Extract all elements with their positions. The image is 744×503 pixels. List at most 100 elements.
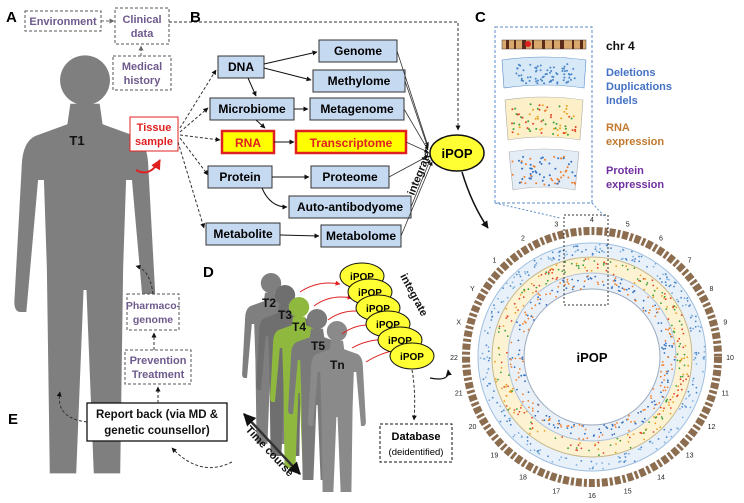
microbiome-label: Microbiome bbox=[218, 102, 286, 116]
zoom-point bbox=[565, 131, 568, 134]
circos-point bbox=[516, 408, 518, 410]
zoom-point bbox=[556, 81, 559, 84]
genome-box: Genome bbox=[318, 39, 398, 63]
circos-point bbox=[631, 285, 634, 288]
circos-point bbox=[537, 298, 539, 301]
circos-point bbox=[518, 271, 520, 273]
circos-point bbox=[673, 393, 675, 395]
circos-point bbox=[537, 275, 540, 278]
circos-point bbox=[685, 406, 687, 408]
circos-point bbox=[535, 286, 538, 289]
circos-point bbox=[619, 282, 622, 285]
transcriptome-label: Transcriptome bbox=[310, 136, 393, 150]
zoom-point bbox=[556, 134, 559, 137]
circos-point bbox=[686, 297, 689, 300]
body-label-t1: T1 bbox=[69, 133, 84, 148]
circos-point bbox=[513, 409, 516, 411]
circos-point bbox=[531, 416, 533, 419]
circos-point bbox=[575, 264, 578, 267]
chromosome-label: Y bbox=[470, 286, 475, 293]
circos-point bbox=[560, 426, 563, 428]
zoom-point bbox=[571, 129, 574, 132]
circos-point bbox=[642, 420, 644, 423]
circos-point bbox=[683, 364, 686, 367]
zoom-point bbox=[549, 71, 551, 74]
circos-point bbox=[611, 424, 614, 427]
circos-point bbox=[515, 273, 518, 276]
circos-point bbox=[659, 375, 662, 378]
arrow-clinical-ipop bbox=[169, 21, 461, 131]
variants-label-3: Indels bbox=[606, 95, 638, 107]
chromosome-label: 21 bbox=[455, 391, 463, 398]
circos-point bbox=[559, 424, 562, 426]
circos-point bbox=[628, 436, 631, 439]
circos-point bbox=[695, 363, 698, 365]
circos-point bbox=[527, 317, 530, 320]
zoom-point bbox=[539, 69, 542, 72]
circos-point bbox=[655, 308, 658, 310]
circos-point bbox=[517, 339, 520, 342]
circos-point bbox=[686, 300, 689, 302]
zoom-point bbox=[529, 173, 532, 175]
circos-point bbox=[638, 260, 641, 263]
ipop-stack-label-3: iPOP bbox=[366, 304, 390, 315]
ipop-stack: iPOP iPOP iPOP iPOP iPOP iPOP bbox=[339, 262, 435, 370]
circos-point bbox=[523, 290, 526, 293]
circos-point bbox=[537, 296, 539, 299]
circos-point bbox=[544, 272, 547, 275]
circos-point bbox=[616, 437, 619, 440]
circos-point bbox=[504, 329, 507, 332]
zoom-point bbox=[555, 122, 558, 125]
circos-point bbox=[530, 421, 532, 424]
circos-point bbox=[530, 315, 533, 318]
rna-expression-label-1: RNA bbox=[606, 122, 630, 134]
circos-point bbox=[656, 275, 659, 277]
circos-point bbox=[547, 258, 550, 260]
circos-point bbox=[632, 291, 634, 294]
circos-point bbox=[628, 429, 630, 432]
circos-point bbox=[680, 314, 683, 316]
circos-point bbox=[527, 328, 530, 331]
zoom-connector-right bbox=[591, 202, 607, 219]
converge-arrows bbox=[388, 50, 433, 237]
zoom-point bbox=[550, 70, 553, 72]
circos-point bbox=[508, 374, 510, 376]
circos-point bbox=[575, 245, 577, 248]
circos-point bbox=[646, 265, 648, 268]
zoom-point bbox=[561, 67, 564, 70]
ipop-stack-label-2: iPOP bbox=[358, 288, 382, 299]
circos-point bbox=[654, 304, 656, 307]
zoom-point bbox=[528, 113, 531, 116]
circos-point bbox=[491, 396, 494, 399]
circos-point bbox=[663, 374, 666, 377]
circos-point bbox=[605, 262, 608, 265]
circos-point bbox=[484, 376, 487, 379]
circos-point bbox=[685, 378, 687, 381]
panel-label-c: C bbox=[475, 9, 486, 26]
circos-point bbox=[624, 257, 627, 260]
circos-point bbox=[518, 368, 521, 370]
genome-label: Genome bbox=[334, 44, 382, 58]
zoom-point bbox=[512, 128, 515, 131]
circos-point bbox=[669, 407, 672, 409]
circos-point bbox=[526, 440, 529, 442]
zoom-point bbox=[574, 174, 577, 177]
circos-point bbox=[532, 319, 535, 321]
circos-point bbox=[553, 258, 555, 260]
circos-point bbox=[497, 297, 499, 300]
circos-point bbox=[545, 414, 548, 417]
circos-point bbox=[663, 344, 666, 346]
database-label: Database bbox=[392, 431, 441, 443]
zoom-point bbox=[532, 108, 534, 111]
circos-center-label: iPOP bbox=[576, 350, 607, 365]
circos-point bbox=[507, 408, 510, 411]
circos-point bbox=[558, 258, 560, 261]
circos-point bbox=[506, 296, 509, 299]
circos-point bbox=[582, 264, 585, 267]
circos-point bbox=[652, 294, 654, 297]
circos-point bbox=[623, 453, 626, 455]
circos-point bbox=[531, 427, 534, 429]
circos-point bbox=[659, 384, 662, 387]
chromosome-label: 16 bbox=[588, 493, 596, 500]
zoom-point bbox=[549, 116, 552, 119]
